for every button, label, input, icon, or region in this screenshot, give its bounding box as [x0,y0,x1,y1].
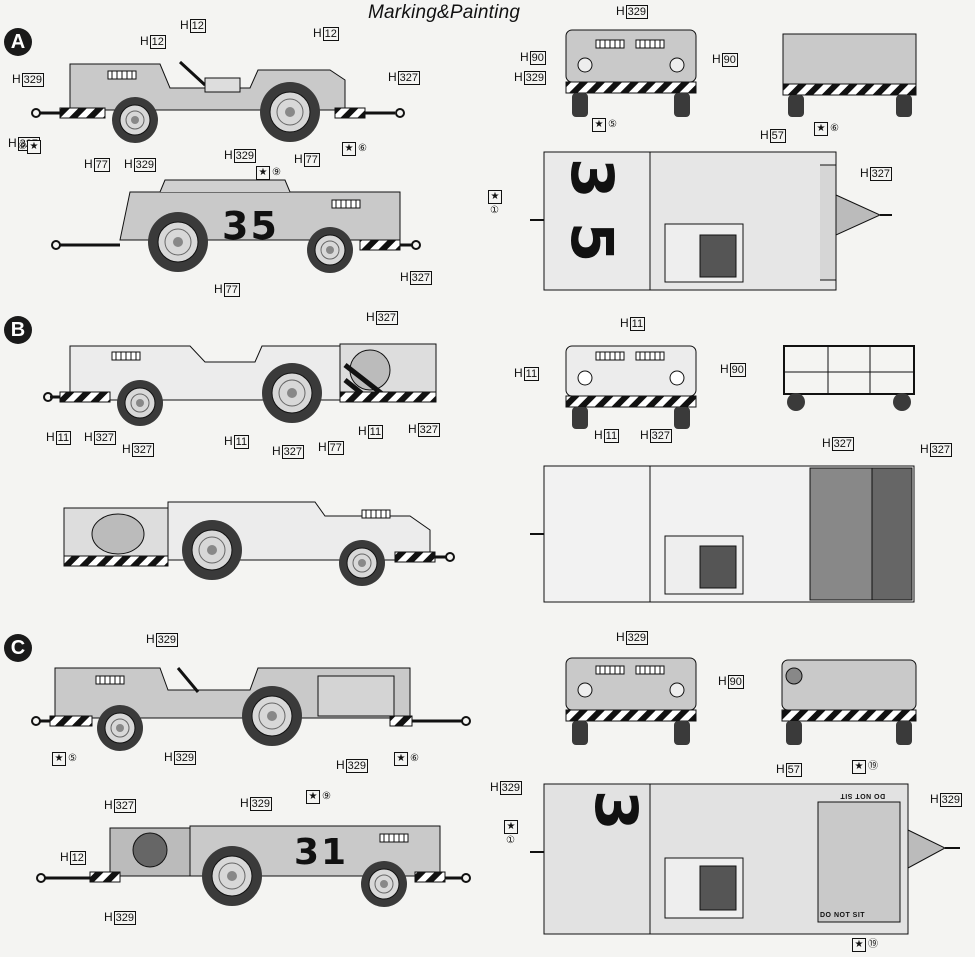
decal-star: ★⑤ [52,752,77,766]
page-title: Marking&Painting [368,2,521,23]
a-front-view [565,29,697,117]
b-rear-view [783,345,915,411]
section-b-marker: B [4,316,32,344]
star-icon: ★ [52,752,66,766]
star-icon: ★ [306,790,320,804]
sign-top: DO NOT SIT [840,792,886,799]
a-top-number-5: 5 [558,222,626,263]
c-side-number: 31 [294,832,349,873]
decal-star: ★⑥ [342,142,367,156]
decal-star: ⑤★ [16,140,41,154]
decal-star: ★① [488,190,502,217]
star-icon: ★ [26,140,41,154]
decal-star: ★⑥ [814,122,839,136]
decal-star: ★① [504,820,518,847]
section-a-marker: A [4,28,32,56]
decal-star: ★⑤ [592,118,617,132]
star-icon: ★ [814,122,828,136]
c-top-number: 3 [582,790,650,831]
section-c-marker: C [4,634,32,662]
star-icon: ★ [342,142,356,156]
decal-star: ★⑥ [394,752,419,766]
decal-star: ★⑲ [852,938,878,952]
star-icon: ★ [394,752,408,766]
star-icon: ★ [592,118,606,132]
decal-star: ★⑲ [852,760,878,774]
c-top-view [530,783,960,935]
a-side-view-2 [51,179,421,274]
star-icon: ★ [852,760,866,774]
a-rear-view [782,33,917,117]
star-icon: ★ [852,938,866,952]
a-side-number: 35 [222,204,279,248]
b-top-view [530,465,915,603]
decal-star: ★⑨ [306,790,331,804]
a-top-view [530,151,892,291]
a-side-view-1 [31,60,405,144]
b-front-view [565,345,697,429]
c-front-view [565,657,697,745]
star-icon: ★ [504,820,518,834]
star-icon: ★ [488,190,502,204]
c-side-view-1 [31,667,471,752]
star-icon: ★ [256,166,270,180]
c-rear-view [781,659,917,745]
c-side-view-2 [36,825,471,908]
b-side-view-2 [63,501,455,587]
decal-star: ★⑨ [256,166,281,180]
a-top-number-3: 3 [558,158,626,199]
sign-bottom: DO NOT SIT [820,912,866,919]
b-side-view-1 [43,343,437,427]
